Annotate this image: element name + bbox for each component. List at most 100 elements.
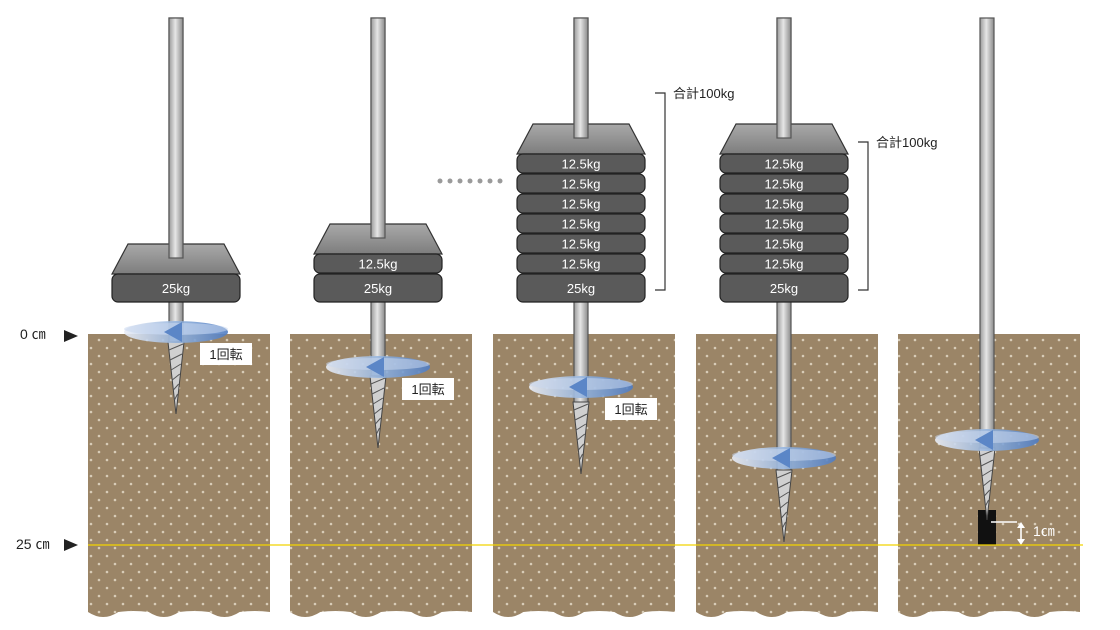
screw-thread: [170, 363, 182, 371]
total-bracket: [858, 141, 869, 291]
screw-thread: [779, 501, 789, 509]
screw-thread: [577, 443, 585, 451]
weight-plate-label: 12.5kg: [764, 257, 803, 272]
screw-thread: [982, 479, 992, 487]
screw-point-icon: [775, 469, 793, 543]
depth-note-label: 1㎝: [1033, 523, 1055, 539]
screw-thread: [169, 353, 183, 361]
depth-label-0-text: 0 ㎝: [20, 326, 46, 342]
screw-thread: [168, 343, 184, 351]
weight-plate-label: 12.5kg: [561, 257, 600, 272]
weight-plate: [719, 253, 849, 274]
rod: [979, 17, 995, 451]
weight-plate: [313, 253, 443, 274]
weight-plate: [516, 253, 646, 274]
weight-plate-label: 12.5kg: [561, 157, 600, 172]
rotation-arrow-icon: [772, 448, 790, 468]
screw-thread: [374, 417, 382, 425]
screw-thread: [575, 423, 587, 431]
depth-note-arrowhead-down-icon: [1017, 539, 1025, 545]
total-bracket: [655, 92, 666, 291]
weight-plate-label: 12.5kg: [561, 197, 600, 212]
weight-plate-label: 12.5kg: [764, 217, 803, 232]
screw-thread: [174, 393, 178, 401]
weight-plate-label: 12.5kg: [358, 257, 397, 272]
weight-plate: [719, 213, 849, 234]
weight-plate-label: 25kg: [364, 281, 392, 296]
weight-plate: [719, 173, 849, 194]
screw-thread: [579, 453, 583, 461]
weight-plate-label: 12.5kg: [561, 237, 600, 252]
weight-plate-label: 12.5kg: [561, 177, 600, 192]
weight-plate: [719, 153, 849, 174]
screw-thread: [373, 407, 383, 415]
screw-thread: [172, 383, 180, 391]
depth-label-25: 25 ㎝: [16, 536, 78, 552]
weight-plate-label: 12.5kg: [764, 157, 803, 172]
rod-upper: [168, 17, 184, 259]
weight-plate: [516, 173, 646, 194]
total-label: 合計100kg: [673, 86, 734, 101]
rod-upper: [776, 17, 792, 139]
bore-hole: [978, 510, 996, 545]
ellipsis-dots-icon: [437, 178, 503, 184]
panel-2: 1回転 12.5kg 25kg: [290, 17, 472, 617]
depth-label-25-text: 25 ㎝: [16, 536, 49, 552]
weight-plate: [719, 233, 849, 254]
screw-thread: [574, 413, 588, 421]
rod-upper: [573, 17, 589, 139]
weight-plate-label: 12.5kg: [764, 177, 803, 192]
screw-thread: [778, 491, 790, 499]
screw-thread: [376, 427, 380, 435]
screw-thread: [776, 471, 792, 479]
screw-thread: [782, 521, 786, 529]
weight-plate-label: 12.5kg: [764, 237, 803, 252]
panel-5: 1㎝: [898, 17, 1080, 617]
soil-texture: [290, 334, 472, 617]
weight-plate: [313, 273, 443, 303]
screw-thread: [983, 489, 991, 497]
rotation-label: 1回転: [411, 382, 444, 397]
total-label: 合計100kg: [876, 135, 937, 150]
rotation-label-box: [402, 378, 454, 400]
rotation-arrow-icon: [366, 357, 384, 377]
depth-note-arrowhead-up-icon: [1017, 522, 1025, 528]
screw-thread: [985, 499, 989, 507]
screw-thread: [576, 433, 586, 441]
weight-plate: [111, 273, 241, 303]
screw-point-icon: [572, 401, 590, 475]
weight-plate: [516, 233, 646, 254]
rotation-label-box: [200, 343, 252, 365]
weight-plate-label: 12.5kg: [764, 197, 803, 212]
rotation-arrow-icon: [569, 377, 587, 397]
weight-plate: [719, 193, 849, 214]
screw-thread: [171, 373, 181, 381]
screw-thread: [777, 481, 791, 489]
rotation-arrow-icon: [164, 322, 182, 342]
screw-thread: [980, 459, 994, 467]
weight-plate-label: 25kg: [770, 281, 798, 296]
weight-plate-label: 25kg: [567, 281, 595, 296]
depth-label-0: 0 ㎝: [20, 326, 78, 342]
panel-3: 1回転 12.5kg 12.5kg 12.5kg 12.5kg 12.5kg 12.5kg 2…: [493, 17, 734, 617]
screw-thread: [780, 511, 788, 519]
weight-plate: [516, 213, 646, 234]
depth-pointer-0-icon: [64, 330, 78, 342]
weight-plate: [516, 153, 646, 174]
weight-plate: [516, 193, 646, 214]
weight-plate-label: 25kg: [162, 281, 190, 296]
screw-thread: [979, 449, 995, 457]
rotation-label: 1回転: [614, 402, 647, 417]
panel-4: 12.5kg 12.5kg 12.5kg 12.5kg 12.5kg 12.5kg 25kg…: [696, 17, 937, 617]
screw-thread: [370, 377, 386, 385]
depth-pointer-25-icon: [64, 539, 78, 551]
rotation-arrow-icon: [975, 430, 993, 450]
soil-texture: [88, 334, 270, 617]
screw-thread: [371, 387, 385, 395]
weight-plate: [719, 273, 849, 303]
panels-group: 1回転25kg1回転12.5kg25kg1回転12.5kg12.5kg12.5k…: [88, 17, 1080, 617]
weight-plate-label: 12.5kg: [561, 217, 600, 232]
screw-thread: [372, 397, 384, 405]
